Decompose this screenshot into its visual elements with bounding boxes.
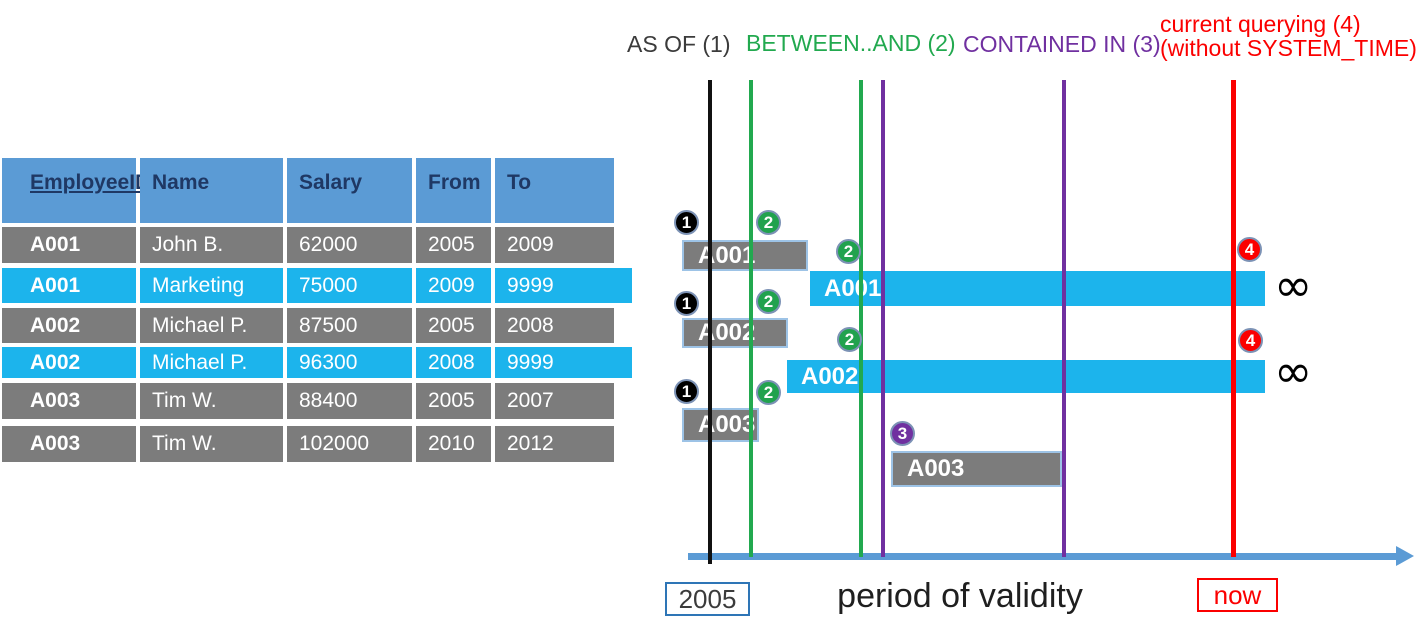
validity-bar-a002-closed: A002 [682,318,788,348]
header-employeeid: EmployeeID [2,158,150,223]
cell-salary: 87500 [287,308,412,343]
cell-salary: 88400 [287,383,412,419]
table-row: A001 Marketing 75000 2009 9999 [2,268,632,303]
table-row: A002 Michael P. 87500 2005 2008 [2,308,632,343]
cell-name: John B. [140,227,283,263]
legend-current-querying-line2: (without SYSTEM_TIME) [1160,35,1417,61]
cell-employeeid: A002 [2,308,136,343]
badge-4: 4 [1238,328,1263,353]
axis-start-year-box: 2005 [665,582,750,616]
badge-4: 4 [1237,237,1262,262]
cell-to: 9999 [495,347,632,378]
validity-bar-a001-closed: A001 [682,240,808,271]
cell-from: 2009 [416,268,491,303]
badge-2: 2 [756,289,781,314]
axis-title: period of validity [837,577,1083,615]
employee-history-table: EmployeeID Name Salary From To A001 John… [2,158,632,462]
contained-start-line [881,80,885,557]
cell-name: Michael P. [140,308,283,343]
validity-bar-a001-current: A001 [810,271,1265,306]
header-name: Name [140,158,283,223]
badge-3: 3 [890,421,915,446]
badge-1: 1 [674,210,699,235]
validity-bar-a002-current: A002 [787,360,1265,393]
cell-employeeid: A001 [2,268,136,303]
between-end-line [859,80,863,557]
cell-to: 2007 [495,383,614,419]
contained-end-line [1062,80,1066,557]
cell-to: 9999 [495,268,632,303]
table-header-row: EmployeeID Name Salary From To [2,158,632,223]
time-axis [688,553,1396,560]
header-salary: Salary [287,158,412,223]
cell-to: 2009 [495,227,614,263]
between-start-line [749,80,753,557]
cell-employeeid: A001 [2,227,136,263]
badge-2: 2 [756,380,781,405]
badge-1: 1 [674,291,699,316]
as-of-line [708,80,712,564]
header-from: From [416,158,491,223]
legend-current-querying: current querying (4) (without SYSTEM_TIM… [1160,12,1417,60]
cell-salary: 75000 [287,268,412,303]
table-row: A002 Michael P. 96300 2008 9999 [2,347,632,378]
table-row: A001 John B. 62000 2005 2009 [2,227,632,263]
time-axis-arrowhead-icon [1396,546,1414,566]
cell-name: Tim W. [140,383,283,419]
legend-contained-in: CONTAINED IN (3) [963,31,1161,57]
cell-to: 2008 [495,308,614,343]
cell-name: Michael P. [140,347,283,378]
badge-2: 2 [837,327,862,352]
cell-from: 2010 [416,426,491,462]
badge-2: 2 [836,239,861,264]
cell-from: 2005 [416,308,491,343]
cell-name: Tim W. [140,426,283,462]
axis-now-box: now [1197,578,1278,612]
cell-from: 2005 [416,227,491,263]
badge-1: 1 [674,379,699,404]
table-row: A003 Tim W. 102000 2010 2012 [2,426,632,462]
cell-salary: 96300 [287,347,412,378]
legend-as-of: AS OF (1) [627,31,731,57]
legend-current-querying-line1: current querying (4) [1160,11,1361,37]
infinity-icon: ∞ [1274,258,1313,312]
cell-salary: 62000 [287,227,412,263]
table-row: A003 Tim W. 88400 2005 2007 [2,383,632,419]
cell-employeeid: A003 [2,383,136,419]
validity-bar-a003-closed: A003 [682,408,759,442]
validity-bar-a003-second: A003 [891,451,1062,487]
cell-from: 2005 [416,383,491,419]
cell-from: 2008 [416,347,491,378]
cell-name: Marketing [140,268,283,303]
badge-2: 2 [756,210,781,235]
cell-salary: 102000 [287,426,412,462]
cell-to: 2012 [495,426,614,462]
header-to: To [495,158,614,223]
cell-employeeid: A003 [2,426,136,462]
cell-employeeid: A002 [2,347,136,378]
now-line [1231,80,1236,557]
legend-between-and: BETWEEN..AND (2) [746,30,956,56]
infinity-icon: ∞ [1274,344,1313,398]
